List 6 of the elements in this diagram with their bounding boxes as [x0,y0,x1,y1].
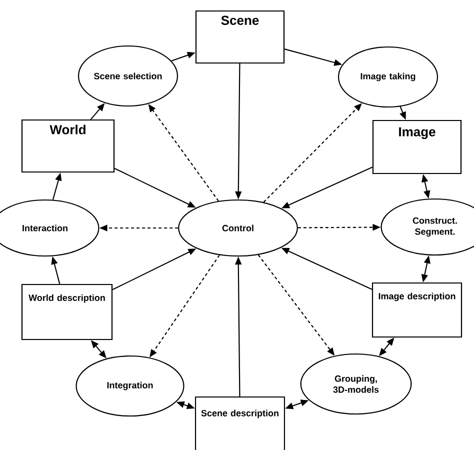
box: Image description [372,282,462,338]
box: Scene [195,10,285,64]
box: World [21,119,115,173]
box: Scene description [194,396,286,450]
box: World description [21,284,113,340]
box: Image [372,120,462,174]
